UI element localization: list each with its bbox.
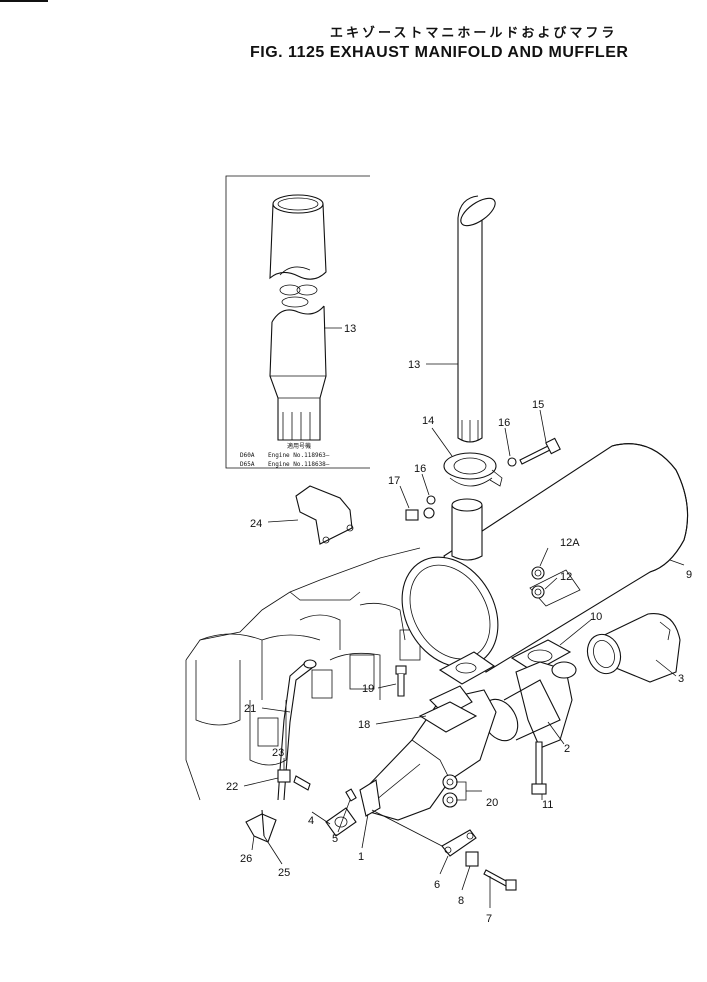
callout-12a: 12A <box>560 537 580 549</box>
stud-5 <box>345 788 357 802</box>
engine-block <box>185 547 421 801</box>
callout-10: 10 <box>590 611 602 623</box>
washer-16a <box>507 457 517 467</box>
gasket-4 <box>325 807 357 837</box>
callout-21: 21 <box>244 703 256 715</box>
callout-24: 24 <box>250 518 262 530</box>
callout-16b: 16 <box>414 463 426 475</box>
gasket-18 <box>418 701 478 733</box>
nut-20a <box>442 774 458 790</box>
applicability-note: 適用号機 <box>287 442 311 450</box>
callout-4: 4 <box>308 815 314 827</box>
clip-25 <box>261 809 265 837</box>
serial-model-1: D60A <box>240 452 255 459</box>
callout-23: 23 <box>272 747 284 759</box>
bolt-23 <box>293 775 311 791</box>
washer-16b <box>426 495 436 505</box>
callout-5: 5 <box>332 833 338 845</box>
callout-7: 7 <box>486 913 492 925</box>
muffler <box>401 443 689 673</box>
muffler-inlet-pipe <box>451 498 483 561</box>
callout-15: 15 <box>532 399 544 411</box>
callout-13: 13 <box>408 359 420 371</box>
callout-25: 25 <box>278 867 290 879</box>
bolt-11 <box>531 741 547 795</box>
nut-17 <box>405 507 435 521</box>
clip-26 <box>245 813 277 843</box>
connector-2 <box>481 661 577 749</box>
callout-1: 1 <box>358 851 364 863</box>
callout-2: 2 <box>564 743 570 755</box>
bracket-24 <box>295 485 354 545</box>
muffler-outlet-flange <box>438 651 496 685</box>
elbow-3 <box>586 612 681 683</box>
callout-22: 22 <box>226 781 238 793</box>
callout-3: 3 <box>678 673 684 685</box>
serial-model-2: D65A <box>240 461 255 468</box>
nut-12a <box>531 566 545 580</box>
nut-8 <box>465 851 479 867</box>
callout-18: 18 <box>358 719 370 731</box>
callout-26: 26 <box>240 853 252 865</box>
callout-11: 11 <box>542 799 553 811</box>
callout-19: 19 <box>362 683 374 695</box>
callout-17: 17 <box>388 475 400 487</box>
bolt-19 <box>395 665 407 697</box>
inset-box: 適用号機 D60A Engine No.118963– D65A Engine … <box>225 175 370 469</box>
nut-20b <box>442 792 458 808</box>
callout-13-inset: 13 <box>344 323 356 335</box>
japanese-title: エキゾーストマニホールドおよびマフラ <box>330 26 618 41</box>
callout-9: 9 <box>686 569 692 581</box>
callout-8: 8 <box>458 895 464 907</box>
exhaust-manifold <box>359 685 497 821</box>
callout-14: 14 <box>422 415 434 427</box>
top-rule <box>0 0 48 2</box>
callout-16a: 16 <box>498 417 510 429</box>
leader-lines <box>243 363 685 908</box>
bracket-6 <box>441 829 477 857</box>
figure-title: FIG. 1125 EXHAUST MANIFOLD AND MUFFLER <box>250 44 629 61</box>
callout-6: 6 <box>434 879 440 891</box>
tail-pipe <box>457 195 496 443</box>
bolt-15 <box>519 437 561 465</box>
bolt-7 <box>483 869 517 891</box>
serial-range-2: Engine No.118638– <box>268 461 330 468</box>
clamp <box>443 452 503 487</box>
callout-20: 20 <box>486 797 498 809</box>
callout-12: 12 <box>560 571 572 583</box>
serial-range-1: Engine No.118963– <box>268 452 330 459</box>
nut-12 <box>531 585 545 599</box>
clip-22 <box>277 769 291 783</box>
